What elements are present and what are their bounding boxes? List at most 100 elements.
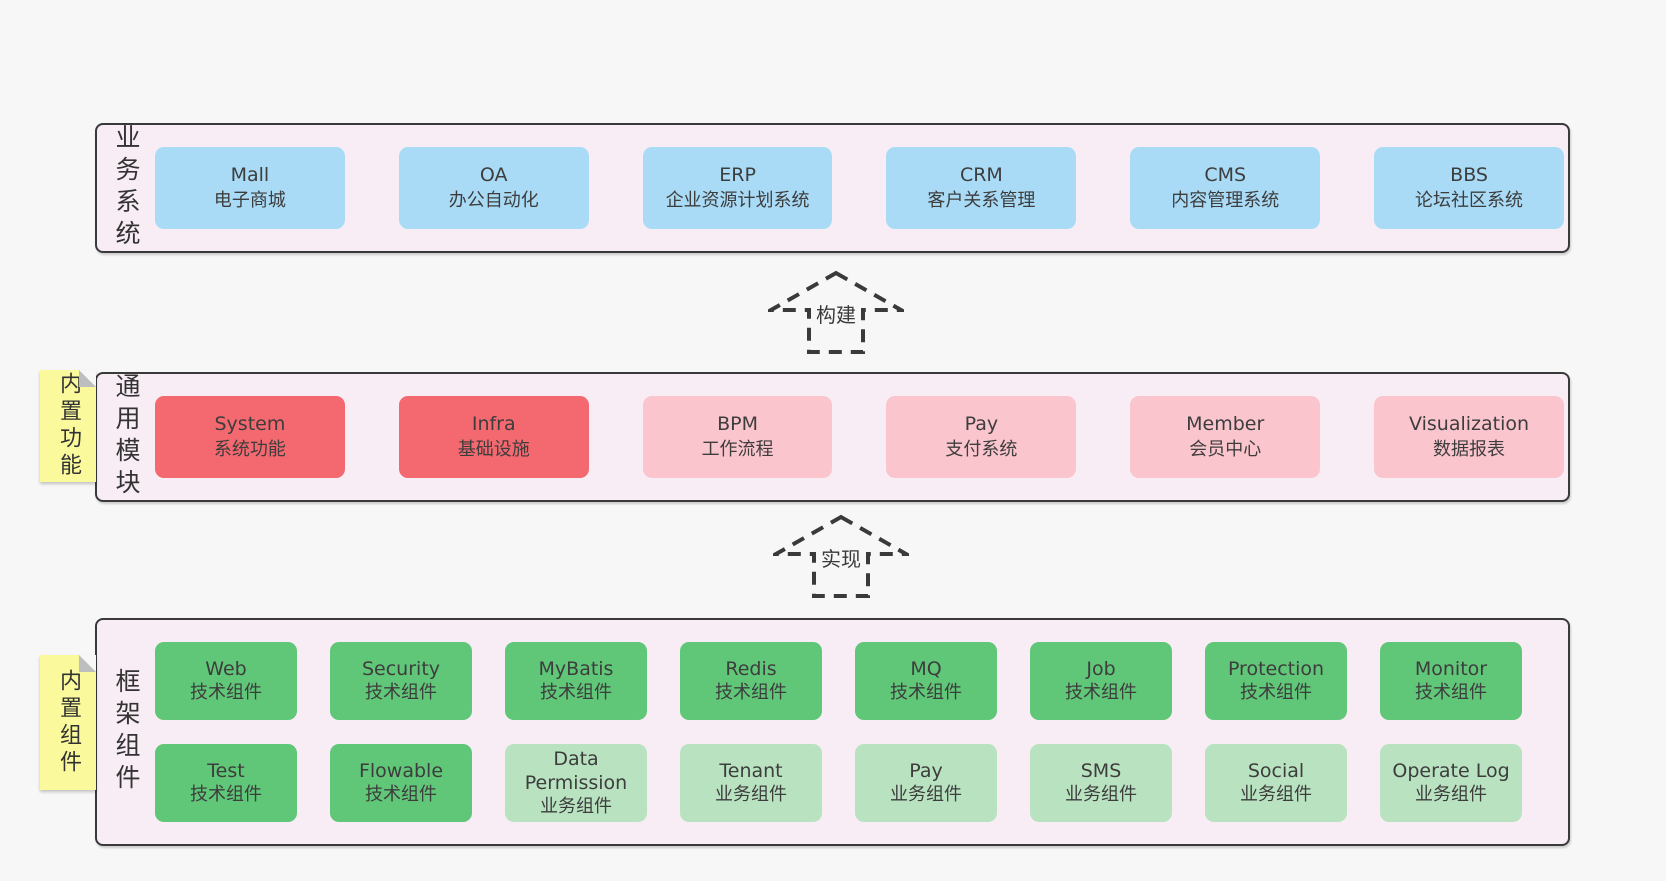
module-box-title: Redis: [725, 658, 777, 680]
module-box-title: ERP: [719, 164, 756, 186]
implement-arrow: 实现: [773, 514, 909, 600]
module-box-title: Flowable: [358, 760, 444, 782]
module-box-subtitle: 技术组件: [890, 682, 962, 703]
module-box-subtitle: 基础设施: [457, 439, 530, 460]
module-box-title: Tenant: [719, 760, 783, 782]
module-box-title: Social: [1247, 760, 1305, 782]
module-box-subtitle: 技术组件: [540, 682, 612, 703]
module-box-oa: OA 办公自动化: [398, 147, 589, 229]
module-box-title: Test: [207, 760, 245, 782]
module-box-subtitle: 业务组件: [1415, 784, 1487, 805]
module-box-mall: Mall 电子商城: [155, 147, 345, 229]
module-box-subtitle: 论坛社区系统: [1415, 190, 1524, 211]
module-box-title: SMS: [1080, 760, 1122, 782]
module-box-title: Member: [1186, 413, 1265, 435]
module-box-title: Visualization: [1409, 413, 1530, 435]
module-box-visualization: Visualization 数据报表: [1374, 396, 1564, 478]
module-box-subtitle: 技术组件: [1415, 682, 1487, 703]
module-box-subtitle: 业务组件: [1240, 784, 1312, 805]
build-arrow: 构建: [768, 270, 904, 356]
module-box-title: Mall: [230, 164, 270, 186]
module-box-system: System 系统功能: [155, 396, 345, 478]
module-box-title: Monitor: [1414, 658, 1488, 680]
module-box-title: Data Permission: [524, 748, 628, 794]
band-common-modules-label: 通用模块: [112, 373, 141, 501]
module-box-bbs: BBS 论坛社区系统: [1374, 147, 1564, 229]
sticky-note-builtin-features: 内置功能: [40, 370, 96, 482]
module-box-subtitle: 技术组件: [715, 682, 787, 703]
module-box-subtitle: 系统功能: [213, 439, 286, 460]
module-box-subtitle: 技术组件: [190, 784, 262, 805]
module-box-subtitle: 技术组件: [1065, 682, 1137, 703]
module-box-title: Security: [361, 658, 441, 680]
module-box-subtitle: 业务组件: [1065, 784, 1137, 805]
module-box-title: BPM: [717, 413, 759, 435]
band-framework-components-label: 框架组件: [112, 668, 141, 796]
module-box-subtitle: 业务组件: [890, 784, 962, 805]
module-box-subtitle: 会员中心: [1189, 439, 1262, 460]
sticky-note-builtin-components: 内置组件: [40, 655, 96, 790]
module-box-subtitle: 工作流程: [701, 439, 774, 460]
module-box-title: System: [214, 413, 286, 435]
module-box-subtitle: 数据报表: [1433, 439, 1506, 460]
module-box-title: Web: [205, 658, 247, 680]
module-box-bpm: BPM 工作流程: [642, 396, 833, 478]
module-box-subtitle: 业务组件: [715, 784, 787, 805]
module-box-title: MyBatis: [538, 658, 614, 680]
module-box-title: CMS: [1204, 164, 1247, 186]
dashed-up-arrow-icon: [773, 514, 909, 598]
module-box-title: CRM: [959, 164, 1003, 186]
module-box-title: Protection: [1227, 658, 1325, 680]
module-box-subtitle: 客户关系管理: [927, 190, 1036, 211]
module-box-title: Job: [1086, 658, 1116, 680]
module-box-title: MQ: [910, 658, 942, 680]
build-arrow-label: 构建: [813, 298, 859, 329]
module-box-title: Operate Log: [1392, 760, 1510, 782]
module-box-crm: CRM 客户关系管理: [886, 147, 1077, 229]
band-business-systems-label: 业务系统: [112, 124, 141, 252]
module-box-subtitle: 支付系统: [945, 439, 1018, 460]
module-box-member: Member 会员中心: [1130, 396, 1321, 478]
module-box-pay: Pay 支付系统: [886, 396, 1077, 478]
module-box-subtitle: 技术组件: [365, 682, 437, 703]
module-box-title: Pay: [964, 413, 999, 435]
sticky-note-builtin-features-label: 内置功能: [56, 372, 81, 480]
module-box-subtitle: 技术组件: [1240, 682, 1312, 703]
module-box-subtitle: 电子商城: [213, 190, 286, 211]
module-box-title: Pay: [909, 760, 943, 782]
module-box-subtitle: 技术组件: [365, 784, 437, 805]
module-box-subtitle: 业务组件: [540, 796, 612, 817]
implement-arrow-label: 实现: [818, 542, 864, 573]
module-box-title: OA: [479, 164, 508, 186]
sticky-note-builtin-components-label: 内置组件: [56, 668, 81, 777]
module-box-subtitle: 办公自动化: [448, 190, 539, 211]
module-box-subtitle: 技术组件: [190, 682, 262, 703]
module-box-title: BBS: [1450, 164, 1488, 186]
